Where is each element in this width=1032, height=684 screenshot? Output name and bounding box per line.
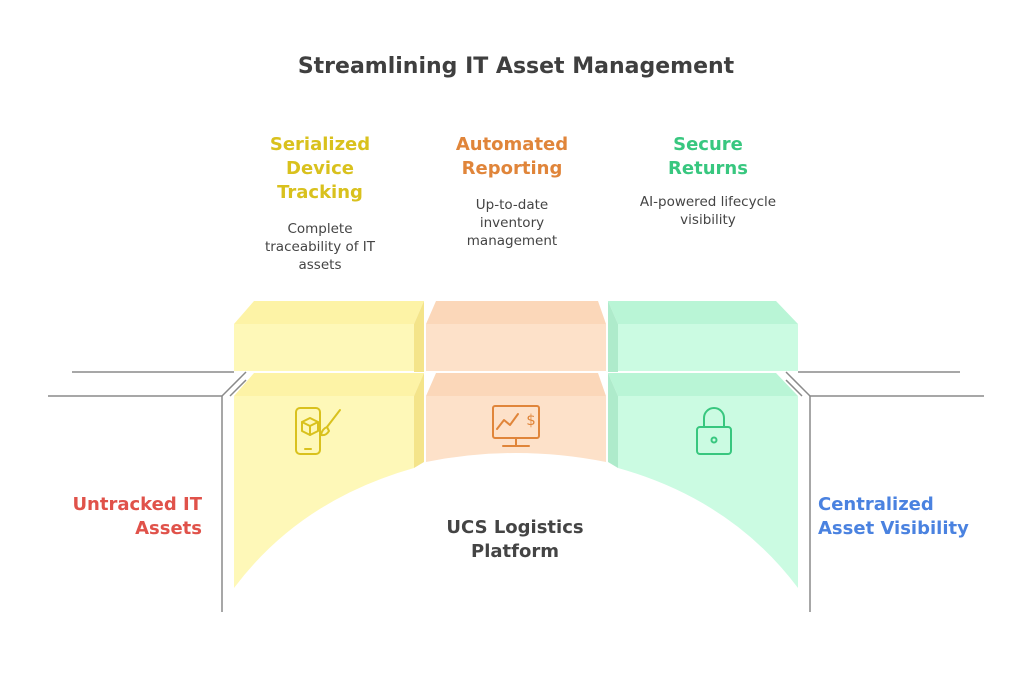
pillar-title-serialized-device-tracking: Serialized Device Tracking [269, 134, 371, 203]
pillar-green [608, 301, 798, 588]
right-label-centralized-visibility: Centralized Asset Visibility [818, 494, 969, 539]
lock-icon [696, 407, 732, 455]
pillar-yellow [234, 301, 424, 588]
monitor-chart-icon: $ [492, 405, 540, 447]
svg-text:$: $ [526, 411, 536, 429]
left-label-untracked-assets: Untracked IT Assets [72, 494, 202, 539]
right-cliff [785, 371, 984, 612]
pillar-title-automated-reporting: Automated Reporting [455, 134, 569, 179]
phone-brush-icon [295, 407, 341, 455]
left-cliff [48, 371, 247, 612]
pillar-orange [426, 301, 606, 462]
pillar-desc-secure-returns: AI-powered lifecycle visibility [639, 194, 777, 228]
center-label-platform: UCS Logistics Platform [446, 517, 584, 562]
pillar-title-secure-returns: Secure Returns [668, 134, 748, 179]
diagram-title: Streamlining IT Asset Management [297, 54, 735, 79]
pillar-desc-automated-reporting: Up-to-date inventory management [466, 197, 558, 249]
pillar-desc-serialized-device-tracking: Complete traceability of IT assets [264, 221, 376, 273]
